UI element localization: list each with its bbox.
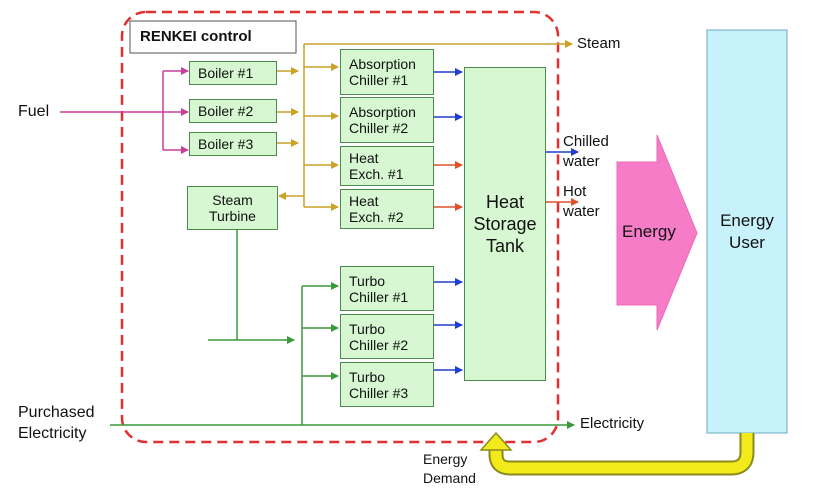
turbo-chiller-1-line1: Turbo [349, 272, 386, 289]
turbo-chiller-1: Turbo Chiller #1 [340, 266, 434, 311]
absorption-chiller-1-line1: Absorption [349, 56, 416, 72]
turbo-chiller-3-line1: Turbo [349, 368, 386, 385]
purchased-electricity-label-line1: Purchased [18, 404, 95, 421]
fuel-label: Fuel [18, 103, 50, 120]
absorption-chiller-2-line1: Absorption [349, 104, 416, 120]
heat-storage-tank-line1: Heat [485, 192, 525, 212]
boiler-1: Boiler #1 [189, 61, 277, 85]
steam-lines [277, 40, 573, 211]
energy-arrow-label: Energy [622, 222, 676, 241]
heat-exchanger-1: Heat Exch. #1 [340, 146, 434, 186]
steam-output-label: Steam [577, 35, 621, 52]
turbo-chiller-2-line2: Chiller #2 [349, 336, 409, 353]
fuel-lines [60, 67, 189, 154]
heat-storage-tank-line2: Storage [473, 214, 537, 234]
renkei-control-title: RENKEI control [140, 28, 252, 45]
renkei-control-boundary [120, 10, 560, 444]
absorption-chiller-1: Absorption Chiller #1 [340, 49, 434, 95]
steam-turbine-label-line2: Turbine [209, 208, 256, 224]
boiler-3: Boiler #3 [189, 132, 277, 156]
heat-storage-tank: Heat Storage Tank [464, 67, 546, 381]
purchased-electricity-label-line2: Electricity [18, 425, 87, 442]
heat-storage-tank-line3: Tank [485, 236, 525, 256]
absorption-chiller-1-line2: Chiller #1 [349, 72, 409, 88]
turbo-chiller-2: Turbo Chiller #2 [340, 314, 434, 359]
turbo-chiller-2-line1: Turbo [349, 320, 386, 337]
steam-turbine: Steam Turbine [187, 186, 278, 230]
electricity-lines [110, 230, 575, 429]
energy-user-label-line2: User [729, 233, 765, 252]
turbo-chiller-3-line2: Chiller #3 [349, 384, 409, 401]
absorption-chiller-2-line2: Chiller #2 [349, 120, 409, 136]
turbo-chiller-1-line2: Chiller #1 [349, 288, 409, 305]
heat-exchanger-2: Heat Exch. #2 [340, 189, 434, 229]
boiler-2-label: Boiler #2 [198, 103, 254, 119]
boiler-1-label: Boiler #1 [198, 65, 254, 81]
energy-demand-arrow [479, 431, 755, 476]
hot-water-label-line2: water [563, 203, 600, 220]
heat-exchanger-2-line1: Heat [349, 193, 379, 209]
heat-exchanger-1-line1: Heat [349, 150, 379, 166]
chilled-water-lines [434, 68, 579, 374]
energy-user-box [706, 29, 788, 434]
absorption-chiller-2: Absorption Chiller #2 [340, 97, 434, 143]
hot-water-label-line1: Hot [563, 183, 587, 200]
heat-exchanger-2-line2: Exch. #2 [349, 209, 404, 225]
energy-demand-label-line1: Energy [423, 451, 468, 467]
boiler-2: Boiler #2 [189, 99, 277, 123]
turbo-chiller-3: Turbo Chiller #3 [340, 362, 434, 407]
energy-user-label-line1: Energy [720, 211, 774, 230]
energy-arrow [616, 134, 698, 331]
chilled-water-label-line1: Chilled [563, 133, 609, 150]
energy-demand-label-line2: Demand [423, 470, 476, 486]
renkei-control-title-box [129, 20, 297, 54]
electricity-output-label: Electricity [580, 415, 645, 432]
heat-exchanger-1-line2: Exch. #1 [349, 166, 404, 182]
chilled-water-label-line2: water [563, 153, 600, 170]
hot-water-lines [434, 161, 579, 211]
boiler-3-label: Boiler #3 [198, 136, 254, 152]
steam-turbine-label-line1: Steam [212, 192, 253, 208]
